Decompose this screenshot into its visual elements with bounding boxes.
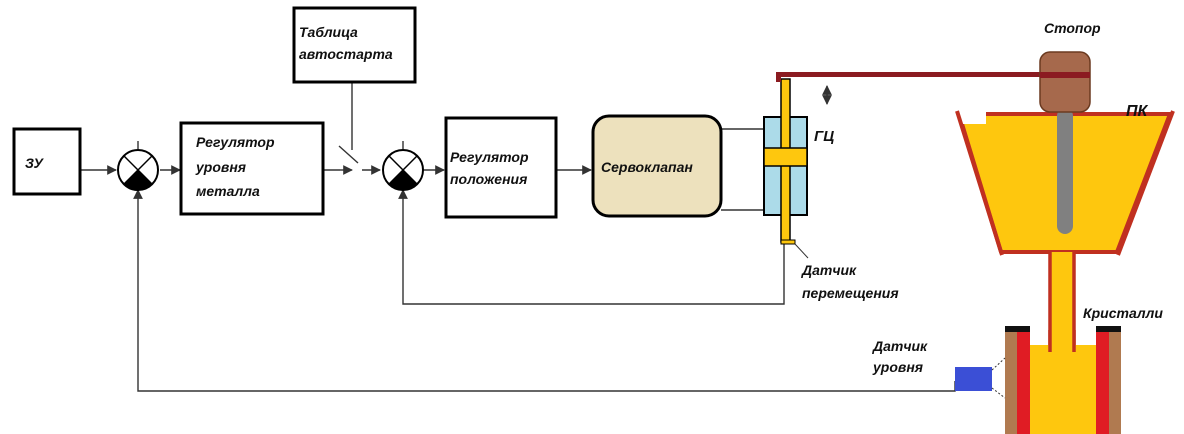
autostart-table-line2: автостарта [299,46,393,62]
displacement-sensor-line2: перемещения [802,285,899,301]
crystallizer-label: Кристалли [1083,305,1163,321]
summator-1 [117,149,159,191]
memory-unit-label: ЗУ [25,155,44,171]
hydro-cylinder: ГЦ [763,78,834,245]
position-regulator-line2: положения [450,171,527,187]
hydro-cylinder-label: ГЦ [814,128,834,145]
tundish-label: ПК [1126,103,1149,120]
level-sensor-line1: Датчик [872,338,928,354]
displacement-sensor-line1: Датчик [801,262,857,278]
stopper-rod-bar [776,72,1088,82]
crystallizer: Кристалли [1005,305,1163,434]
level-sensor: Датчик уровня [872,338,1006,399]
position-regulator-line1: Регулятор [450,149,529,165]
servo-valve-block: Сервоклапан [591,114,723,218]
level-regulator-line3: металла [196,183,260,199]
level-sensor-line2: уровня [872,359,923,375]
autostart-table-block: Таблица автостарта [292,6,417,84]
level-regulator-block: Регулятор уровня металла [179,121,325,216]
stopper: Стопор [1039,20,1101,234]
displacement-sensor: Датчик перемещения [794,243,899,301]
servo-valve-label: Сервоклапан [601,159,693,175]
memory-unit-block: ЗУ [12,127,82,196]
stopper-label: Стопор [1044,20,1101,36]
position-regulator-block: Регулятор положения [444,116,558,219]
level-regulator-line2: уровня [195,159,246,175]
summator-2 [382,149,424,191]
autostart-table-line1: Таблица [299,24,358,40]
level-regulator-line1: Регулятор [196,134,275,150]
